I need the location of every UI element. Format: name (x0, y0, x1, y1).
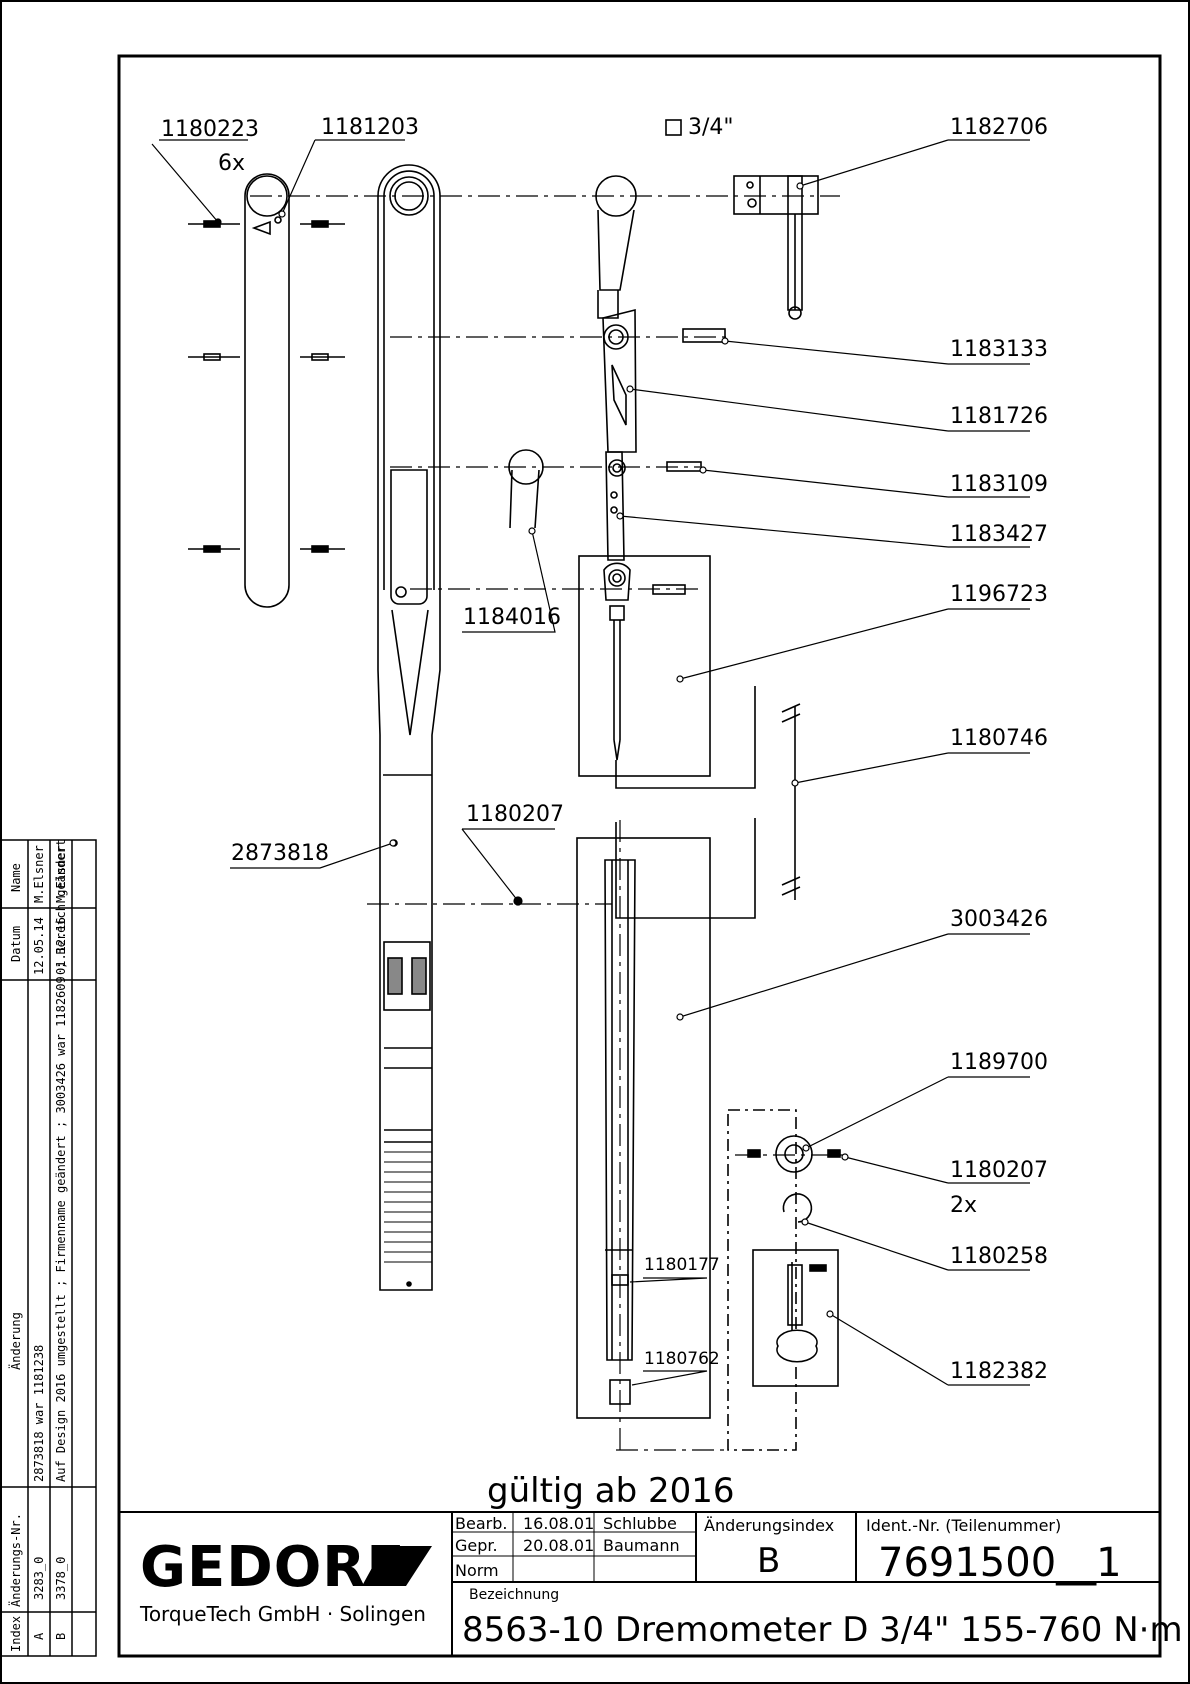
part-label-1182382: 1182382 (950, 1359, 1048, 1384)
revision-table-lines (0, 839, 97, 1657)
part-label-1183133: 1183133 (950, 337, 1048, 362)
rev-b-index: B (54, 1633, 68, 1640)
row-role-norm: Norm (455, 1561, 499, 1580)
rev-a-name: M.Elsner (32, 845, 46, 903)
lever-mechanism-part (508, 175, 711, 777)
part-label-1183427: 1183427 (950, 522, 1048, 547)
part-label-1180223: 1180223 (161, 117, 259, 142)
part-labels: 1180223 6x 1181203 3/4" 1182706 1183133 … (161, 115, 1048, 1384)
exploded-view (188, 164, 841, 1451)
part-label-1180177: 1180177 (644, 1255, 720, 1275)
validity-note: gültig ab 2016 (487, 1471, 735, 1511)
spring-tube-part (576, 837, 711, 1419)
leader-dots (214, 182, 849, 1318)
rev-header-name: Name (9, 863, 23, 892)
logo-wedge-icon (362, 1546, 432, 1586)
rev-header-number: Änderungs-Nr. (8, 1513, 23, 1607)
part-label-3003426: 3003426 (950, 907, 1048, 932)
company-subtitle: TorqueTech GmbH · Solingen (139, 1602, 426, 1626)
part-label-2873818: 2873818 (231, 841, 329, 866)
spring-part (615, 686, 801, 919)
part-label-1189700: 1189700 (950, 1050, 1048, 1075)
rev-a-index: A (32, 1632, 46, 1640)
center-lines (250, 195, 845, 1451)
title-block: GEDORE TorqueTech GmbH · Solingen Bearb.… (139, 1514, 1183, 1650)
quantity-label: 2x (950, 1193, 977, 1218)
rev-b-name: M.Elsner (54, 845, 68, 903)
ident-label: Ident.-Nr. (Teilenummer) (866, 1516, 1061, 1535)
part-label-1180207: 1180207 (466, 802, 564, 827)
change-index-label: Änderungsindex (704, 1516, 834, 1535)
ident-number: 7691500__1 (878, 1540, 1122, 1586)
part-label-1196723: 1196723 (950, 582, 1048, 607)
row-name-bearb: Schlubbe (603, 1514, 677, 1533)
row-role-bearb: Bearb. (455, 1514, 507, 1533)
part-label-1181726: 1181726 (950, 404, 1048, 429)
wrench-body-part (377, 164, 441, 1291)
square-drive-symbol-icon (665, 119, 682, 136)
rev-header-date: Datum (9, 926, 23, 962)
part-label-1181203: 1181203 (321, 115, 419, 140)
designation-value: 8563-10 Dremometer D 3/4" 155-760 N·m (462, 1610, 1183, 1650)
row-name-gepr: Baumann (603, 1536, 680, 1555)
rev-b-number: 3378_0 (54, 1557, 68, 1600)
drawing-frame (117, 54, 1162, 1658)
row-date-bearb: 16.08.01 (523, 1514, 594, 1533)
part-label-1183109: 1183109 (950, 472, 1048, 497)
part-label-1182706: 1182706 (950, 115, 1048, 140)
adjuster-parts (727, 1109, 841, 1451)
rev-b-change: Auf Design 2016 umgestellt ; Firmenname … (54, 839, 68, 1482)
rev-b-date: 01.12.16 (54, 917, 68, 975)
side-rail-part (188, 173, 345, 608)
square-drive-label: 3/4" (688, 115, 734, 140)
square-drive-part (666, 175, 819, 472)
part-label-1180258: 1180258 (950, 1244, 1048, 1269)
designation-label: Bezeichnung (469, 1587, 559, 1603)
company-logo: GEDORE (140, 1535, 406, 1600)
part-label-1184016: 1184016 (463, 605, 561, 630)
rev-header-change: Änderung (8, 1312, 23, 1370)
row-date-gepr: 20.08.01 (523, 1536, 594, 1555)
part-label-1180207-2x: 1180207 (950, 1158, 1048, 1183)
leader-lines (151, 139, 1030, 1386)
quantity-label: 6x (218, 151, 245, 176)
revision-table: Index Änderungs-Nr. Änderung Datum Name … (8, 839, 68, 1652)
rev-a-number: 3283_0 (32, 1557, 46, 1600)
part-label-1180746: 1180746 (950, 726, 1048, 751)
part-label-1180762: 1180762 (644, 1349, 720, 1369)
rev-header-index: Index (9, 1616, 23, 1652)
row-role-gepr: Gepr. (455, 1536, 498, 1555)
rev-a-date: 12.05.14 (32, 917, 46, 975)
rev-a-change: 2873818 war 1181238 (32, 1345, 46, 1482)
title-block-lines (119, 1511, 1160, 1656)
change-index-value: B (757, 1541, 780, 1581)
